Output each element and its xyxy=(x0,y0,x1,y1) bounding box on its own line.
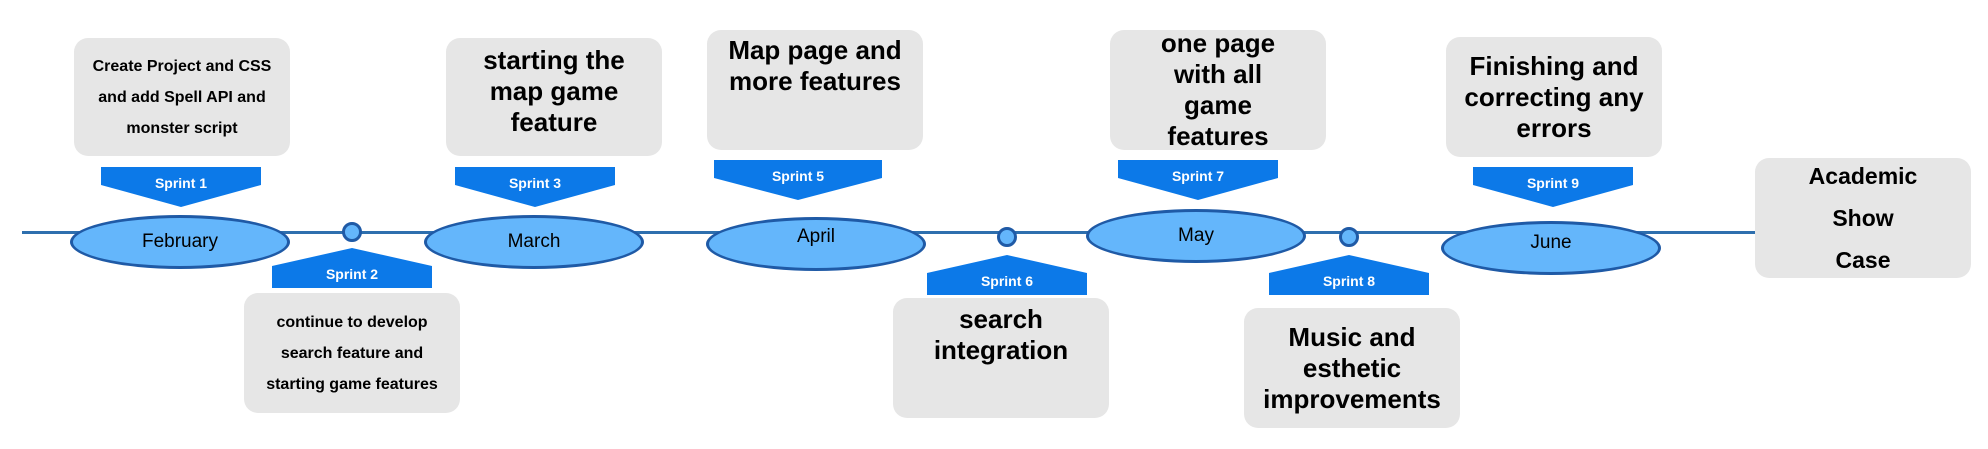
sprint-1-label: Sprint 1 xyxy=(101,167,261,207)
sprint-3-label: Sprint 3 xyxy=(455,167,615,207)
sprint-2-label: Sprint 2 xyxy=(272,248,432,288)
milestone-dot xyxy=(342,222,362,242)
sprint-2-card: continue to develop search feature and s… xyxy=(244,293,460,413)
sprint-8-label: Sprint 8 xyxy=(1269,255,1429,295)
sprint-3-card: starting the map game feature xyxy=(446,38,662,156)
sprint-7-card: one page with all game features xyxy=(1110,28,1326,151)
sprint-6-label: Sprint 6 xyxy=(927,255,1087,295)
sprint-5-label: Sprint 5 xyxy=(714,160,882,200)
month-march: March xyxy=(424,215,644,269)
month-june: June xyxy=(1441,221,1661,275)
sprint-5-card: Map page and more features xyxy=(707,30,923,150)
milestone-dot xyxy=(1339,227,1359,247)
month-february: February xyxy=(70,215,290,269)
academic-showcase-card: Academic Show Case xyxy=(1755,158,1971,278)
month-april: April xyxy=(706,217,926,271)
milestone-dot xyxy=(997,227,1017,247)
sprint-7-label: Sprint 7 xyxy=(1118,160,1278,200)
month-may: May xyxy=(1086,209,1306,263)
sprint-8-card: Music and esthetic improvements xyxy=(1244,308,1460,428)
sprint-1-card: Create Project and CSS and add Spell API… xyxy=(74,38,290,156)
sprint-9-label: Sprint 9 xyxy=(1473,167,1633,207)
sprint-9-card: Finishing and correcting any errors xyxy=(1446,37,1662,157)
sprint-6-card: search integration xyxy=(893,298,1109,418)
